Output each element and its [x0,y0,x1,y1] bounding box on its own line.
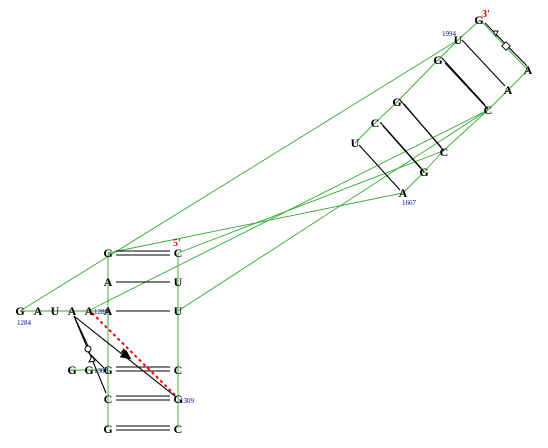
nucleotide: A [68,304,77,318]
nucleotide: G [173,392,182,406]
nucleotide: A [524,63,533,77]
residue-numbers: 1994 1667 1284 1289 1303 1309 [17,30,457,405]
nucleotide: C [371,116,380,130]
three-prime-label: 3' [482,9,490,20]
backbone-lines [19,19,529,428]
residue-number: 1309 [180,397,195,405]
nucleotide: U [51,304,60,318]
nucleotide: U [174,304,183,318]
nucleotide: G [103,422,112,436]
nucleotide: G [419,165,428,179]
backbone-line [437,39,459,61]
backbone-line [442,109,489,152]
residue-number: 1994 [442,30,457,38]
backbone-line [487,89,509,111]
five-prime-label: 5' [173,238,181,249]
nucleotide: G [103,246,112,260]
nucleotide: G [67,363,76,377]
nucleotide-labels: G U A G A G C C C U G A G C A U G A U A … [15,13,532,436]
interaction-line [87,351,105,369]
nucleotide: C [174,422,183,436]
nucleotide: C [174,363,183,377]
tertiary-interactions [73,22,528,398]
nucleotide: C [174,246,183,260]
pair-line [358,144,401,191]
pair-line [444,62,489,110]
nucleotide: A [34,304,43,318]
backbone-line [19,39,459,312]
nucleotide: G [103,363,112,377]
circle-marker-icon [84,345,92,353]
nucleotide: G [474,13,483,27]
nucleotide: G [84,363,93,377]
nucleotide: A [504,83,513,97]
residue-number: 1667 [402,199,417,207]
nucleotide: G [392,95,401,109]
tertiary-dotted-line [91,312,176,396]
nucleotide: U [174,275,183,289]
nucleotide: C [484,103,493,117]
backbone-line [177,109,489,312]
backbone-line [457,19,481,41]
open-triangle-icon [88,355,96,363]
pair-line [461,39,506,87]
nucleotide: A [399,186,408,200]
backbone-line [402,171,425,194]
pair-line [441,57,486,106]
backbone-line [507,69,529,91]
pair-line [382,125,425,173]
backbone-line [374,101,398,124]
nucleotide: G [15,304,24,318]
prime-labels: 3' 5' [173,9,490,249]
nucleotide: A [104,275,113,289]
open-triangle-icon [492,30,499,38]
square-marker-icon [501,41,511,51]
nucleotide: C [440,145,449,159]
nucleotide: A [104,304,113,318]
base-pair-lines [116,39,506,431]
residue-number: 1284 [17,319,32,327]
nucleotide: U [454,33,463,47]
backbone-line [423,150,444,173]
backbone-line [396,59,439,103]
residue-number: 1289 [94,308,109,316]
nucleotide: U [351,136,360,150]
backbone-line [354,122,376,144]
nucleotide: C [104,392,113,406]
arrowhead-icon [119,349,132,360]
nucleotide: A [85,304,94,318]
interaction-line [73,315,89,347]
pair-line [403,103,445,152]
residue-number: 1303 [94,367,109,375]
nucleotide: G [433,53,442,67]
